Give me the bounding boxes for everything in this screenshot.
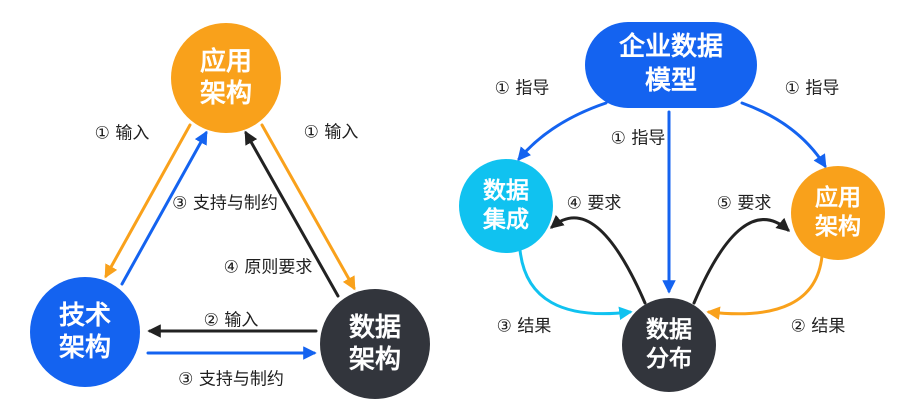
node-technology-architecture: 技术 架构 <box>30 277 140 387</box>
node-text-line1: 数据 <box>348 312 401 343</box>
node-text-line1: 应用 <box>199 46 252 77</box>
arrow-guide-model-to-app <box>740 101 827 169</box>
label-require-application: ⑤ 要求 <box>716 193 772 214</box>
node-text-line2: 架构 <box>815 214 861 240</box>
label-support-tech-app: ③ 支持与制约 <box>172 193 278 214</box>
node-text-line1: 技术 <box>58 300 111 331</box>
arrow-support-tech-to-app <box>120 130 208 286</box>
node-enterprise-data-model: 企业数据 模型 <box>585 22 757 108</box>
arrow-require-distribution-to-integration <box>549 214 647 305</box>
arrow-require-distribution-to-app <box>692 217 791 305</box>
node-text-line2: 模型 <box>644 66 697 96</box>
arrow-result-app-to-distribution <box>706 254 824 320</box>
node-text-line1: 数据 <box>646 316 692 343</box>
node-text-line2: 集成 <box>483 207 529 233</box>
label-guide-distribution: ① 指导 <box>610 128 666 149</box>
arrow-input-app-to-data <box>260 123 356 291</box>
node-text-line2: 架构 <box>348 345 401 375</box>
node-text-line1: 应用 <box>815 184 861 211</box>
label-result-integration: ③ 结果 <box>496 316 552 337</box>
node-text-line1: 企业数据 <box>618 32 723 63</box>
arrow-guide-model-to-integration <box>517 101 608 162</box>
node-application-architecture-left: 应用 架构 <box>171 23 281 133</box>
label-guide-integration: ① 指导 <box>494 78 550 99</box>
label-input-app-data: ① 输入 <box>303 122 359 143</box>
label-require-integration: ④ 要求 <box>566 193 622 214</box>
label-input-app-tech: ① 输入 <box>94 123 150 144</box>
node-text-line2: 架构 <box>58 333 111 363</box>
node-text-line2: 架构 <box>199 79 252 109</box>
label-result-application: ② 结果 <box>790 316 846 337</box>
arrow-input-app-to-tech <box>104 123 192 279</box>
label-support-tech-data: ③ 支持与制约 <box>178 369 284 390</box>
arrow-principle-data-to-app <box>244 130 340 298</box>
label-guide-application: ① 指导 <box>784 78 840 99</box>
node-data-architecture: 数据 架构 <box>320 289 430 399</box>
node-text-line1: 数据 <box>483 177 529 204</box>
label-principle-data-app: ④ 原则要求 <box>223 257 313 278</box>
label-input-data-tech: ② 输入 <box>203 310 259 331</box>
node-application-architecture-right: 应用 架构 <box>791 166 885 260</box>
arrow-result-integration-to-distribution <box>518 248 633 320</box>
node-data-integration: 数据 集成 <box>459 159 553 253</box>
node-text-line2: 分布 <box>646 346 692 372</box>
node-data-distribution: 数据 分布 <box>622 298 716 392</box>
